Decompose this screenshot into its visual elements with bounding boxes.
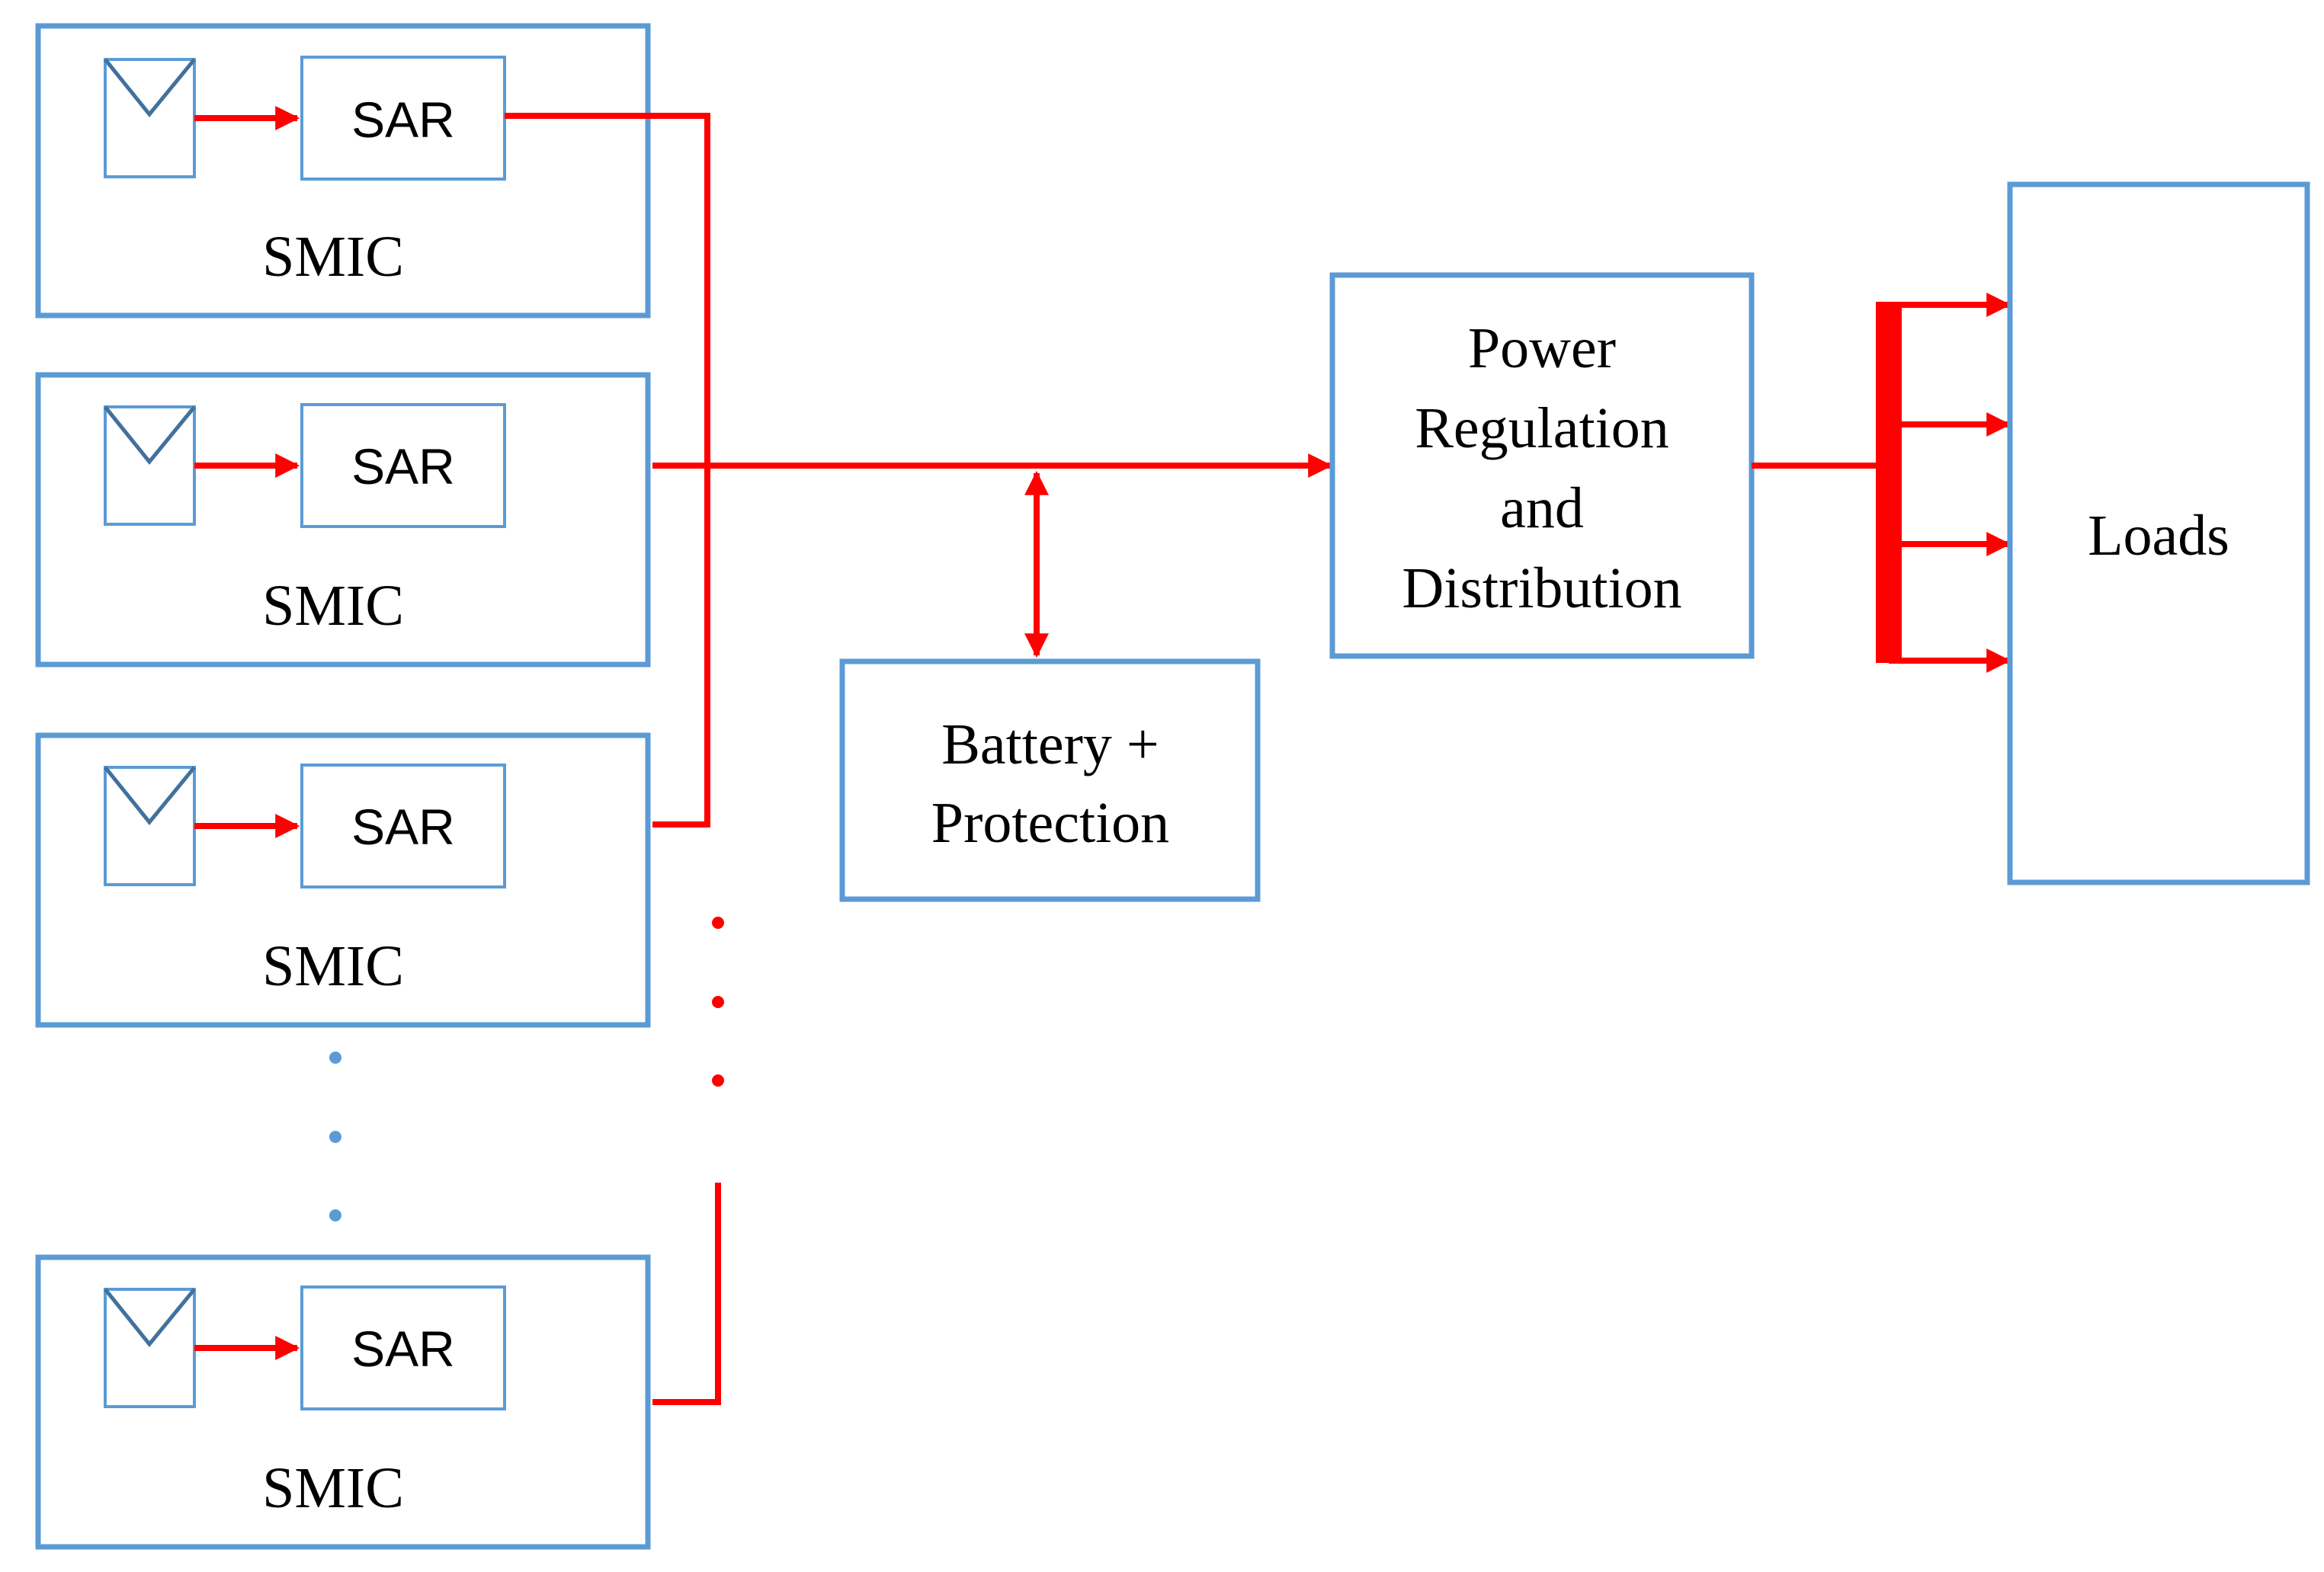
sar-label: SAR [351,1321,455,1377]
loads-box [2007,181,2310,885]
solar-panel-icon [104,58,196,178]
smic-module-3: SAR SMIC [35,732,651,1028]
module-wiring [505,113,724,1405]
module-4-feed-wire [652,1183,721,1405]
regulation-label-line2: Regulation [1415,396,1669,460]
battery-box [839,658,1261,902]
smic-label: SMIC [262,1456,404,1520]
sar-label: SAR [351,91,455,148]
module-1-3-feed-wire [505,113,710,828]
loads-label: Loads [2088,504,2229,568]
smic-box [35,732,651,1028]
smic-box [35,23,651,319]
solar-panel-icon [104,405,196,526]
sar-box [300,403,506,528]
sar-label: SAR [351,799,455,855]
smic-label: SMIC [262,225,404,289]
smic-module-2: SAR SMIC [35,372,651,668]
smic-box [35,1254,651,1550]
regulation-label-line3: and [1500,476,1584,540]
loads-block: Loads [2007,181,2310,885]
distribution-wiring [1752,293,2011,673]
smic-label: SMIC [262,934,404,998]
smic-box [35,372,651,668]
sar-box [300,764,506,888]
solar-panel-icon [104,1288,196,1408]
solar-panel-icon [104,766,196,886]
battery-label-line1: Battery + [941,712,1159,776]
regulation-label-line4: Distribution [1402,556,1681,620]
smic-module-4: SAR SMIC [35,1254,651,1550]
smic-module-1: SAR SMIC [35,23,651,319]
sar-label: SAR [351,438,455,495]
power-regulation-block: Power Regulation and Distribution [1329,272,1755,659]
sar-box [300,1285,506,1410]
smic-label: SMIC [262,574,404,638]
module-ellipsis [329,1052,341,1221]
battery-label-line2: Protection [931,791,1169,855]
battery-protection-block: Battery + Protection [839,658,1261,902]
regulation-label-line1: Power [1468,316,1616,380]
